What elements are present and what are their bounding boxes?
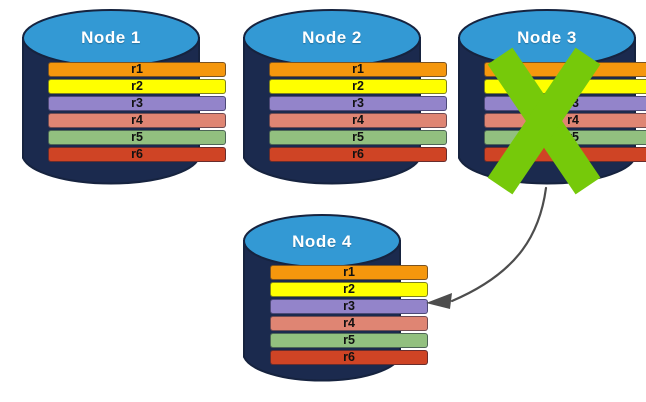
row-label: r6 bbox=[343, 350, 355, 364]
row-label: r3 bbox=[352, 96, 364, 110]
row-r1[interactable]: r1 bbox=[48, 62, 226, 77]
row-r5[interactable]: r5 bbox=[484, 130, 646, 145]
row-r1[interactable]: r1 bbox=[269, 62, 447, 77]
row-label: r1 bbox=[131, 62, 143, 76]
row-r4[interactable]: r4 bbox=[270, 316, 428, 331]
row-label: r5 bbox=[567, 130, 579, 144]
row-r3[interactable]: r3 bbox=[484, 96, 646, 111]
row-r3[interactable]: r3 bbox=[270, 299, 428, 314]
row-label: r5 bbox=[352, 130, 364, 144]
row-r5[interactable]: r5 bbox=[48, 130, 226, 145]
row-r3[interactable]: r3 bbox=[48, 96, 226, 111]
row-label: r3 bbox=[131, 96, 143, 110]
row-label: r5 bbox=[131, 130, 143, 144]
row-label: r2 bbox=[567, 79, 579, 93]
row-label: r6 bbox=[131, 147, 143, 161]
row-label: r4 bbox=[352, 113, 364, 127]
row-r5[interactable]: r5 bbox=[270, 333, 428, 348]
row-r6[interactable]: r6 bbox=[484, 147, 646, 162]
row-r6[interactable]: r6 bbox=[48, 147, 226, 162]
row-r6[interactable]: r6 bbox=[269, 147, 447, 162]
row-label: r6 bbox=[352, 147, 364, 161]
row-label: r4 bbox=[343, 316, 355, 330]
row-r1[interactable]: r1 bbox=[484, 62, 646, 77]
row-label: r2 bbox=[352, 79, 364, 93]
node-cylinder-3[interactable]: Node 3 r1 r2 r3 r4 r5 r6 bbox=[458, 8, 646, 195]
row-stack-3: r1 r2 r3 r4 r5 r6 bbox=[458, 62, 646, 162]
row-r4[interactable]: r4 bbox=[269, 113, 447, 128]
row-stack-1: r1 r2 r3 r4 r5 r6 bbox=[22, 62, 252, 162]
row-r1[interactable]: r1 bbox=[270, 265, 428, 280]
row-label: r2 bbox=[343, 282, 355, 296]
row-stack-2: r1 r2 r3 r4 r5 r6 bbox=[243, 62, 473, 162]
row-label: r3 bbox=[343, 299, 355, 313]
row-r2[interactable]: r2 bbox=[269, 79, 447, 94]
row-label: r3 bbox=[567, 96, 579, 110]
row-r2[interactable]: r2 bbox=[48, 79, 226, 94]
row-r3[interactable]: r3 bbox=[269, 96, 447, 111]
row-stack-4: r1 r2 r3 r4 r5 r6 bbox=[243, 265, 455, 365]
row-label: r4 bbox=[131, 113, 143, 127]
row-label: r5 bbox=[343, 333, 355, 347]
row-r6[interactable]: r6 bbox=[270, 350, 428, 365]
row-label: r1 bbox=[343, 265, 355, 279]
row-r4[interactable]: r4 bbox=[484, 113, 646, 128]
row-r5[interactable]: r5 bbox=[269, 130, 447, 145]
row-r4[interactable]: r4 bbox=[48, 113, 226, 128]
row-label: r1 bbox=[352, 62, 364, 76]
node-cylinder-2[interactable]: Node 2 r1 r2 r3 r4 r5 r6 bbox=[243, 8, 447, 188]
row-label: r1 bbox=[567, 62, 579, 76]
row-label: r2 bbox=[131, 79, 143, 93]
row-r2[interactable]: r2 bbox=[270, 282, 428, 297]
node-cylinder-1[interactable]: Node 1 r1 r2 r3 r4 r5 r6 bbox=[22, 8, 226, 188]
row-label: r4 bbox=[567, 113, 579, 127]
row-label: r6 bbox=[567, 147, 579, 161]
row-r2[interactable]: r2 bbox=[484, 79, 646, 94]
node-cylinder-4[interactable]: Node 4 r1 r2 r3 r4 r5 r6 bbox=[243, 213, 428, 385]
